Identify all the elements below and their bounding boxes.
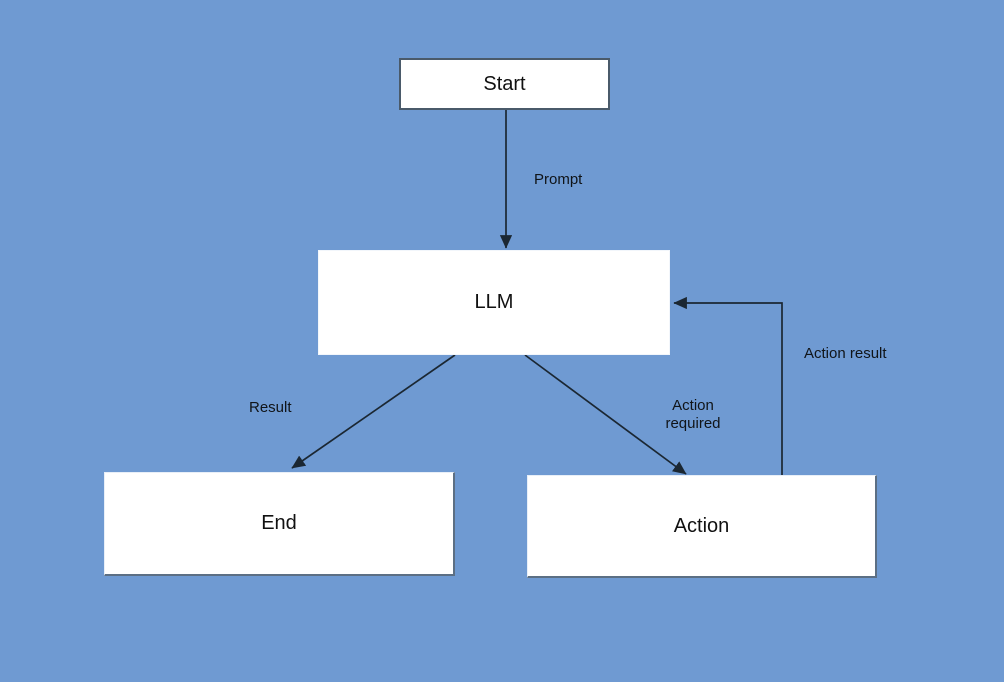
node-action-label: Action xyxy=(673,514,730,537)
edge-label-prompt: Prompt xyxy=(534,171,583,188)
edge-label-result: Result xyxy=(249,399,292,416)
edge-llm-to-action xyxy=(524,354,687,475)
node-end[interactable]: End xyxy=(104,472,455,576)
node-start[interactable]: Start xyxy=(399,58,610,110)
node-llm[interactable]: LLM xyxy=(318,250,670,355)
node-llm-label: LLM xyxy=(474,291,514,313)
node-action[interactable]: Action xyxy=(527,475,877,578)
edge-action-to-llm xyxy=(673,296,783,475)
node-start-label: Start xyxy=(483,72,526,95)
node-end-label: End xyxy=(261,512,297,534)
edge-label-action-result: Action result xyxy=(804,345,887,362)
edge-llm-to-end xyxy=(291,354,456,469)
edge-label-action-required: Action required xyxy=(665,397,721,432)
